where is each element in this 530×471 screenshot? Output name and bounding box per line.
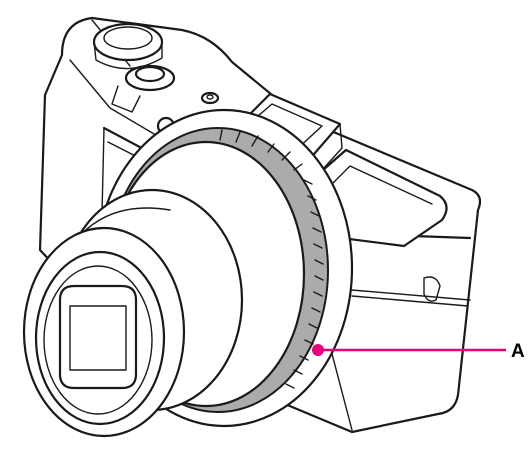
control-ring-knurling — [219, 129, 324, 389]
callout: A — [312, 341, 525, 362]
callout-anchor-dot — [312, 344, 324, 356]
callout-label-a: A — [511, 341, 525, 362]
shutter-button — [111, 64, 176, 113]
lens-assembly — [22, 108, 354, 438]
mode-dial — [92, 22, 164, 70]
power-button — [200, 91, 220, 105]
